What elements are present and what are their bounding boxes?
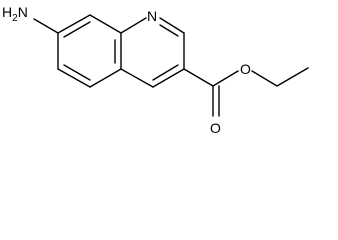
amine-label: H2N	[2, 4, 28, 24]
ester-oxygen-label: O	[240, 61, 251, 77]
bond	[159, 17, 185, 34]
double-bond-inner	[159, 24, 179, 37]
double-bond-inner	[63, 21, 91, 38]
ring-nitrogen-label: N	[147, 8, 157, 24]
bond	[251, 70, 278, 87]
double-bond-inner	[63, 64, 91, 81]
bond	[120, 68, 154, 88]
bond	[276, 67, 309, 87]
bond	[57, 14, 91, 34]
bond	[120, 17, 147, 34]
bond	[89, 68, 122, 88]
bond	[152, 68, 185, 88]
double-bond-inner	[152, 64, 179, 81]
carbonyl-oxygen-label: O	[210, 120, 221, 136]
bond	[33, 18, 59, 34]
bond	[57, 68, 91, 88]
structure-diagram: H2N N O O	[2, 4, 309, 136]
bond	[212, 70, 239, 87]
bond	[183, 68, 214, 87]
bond	[89, 14, 122, 34]
